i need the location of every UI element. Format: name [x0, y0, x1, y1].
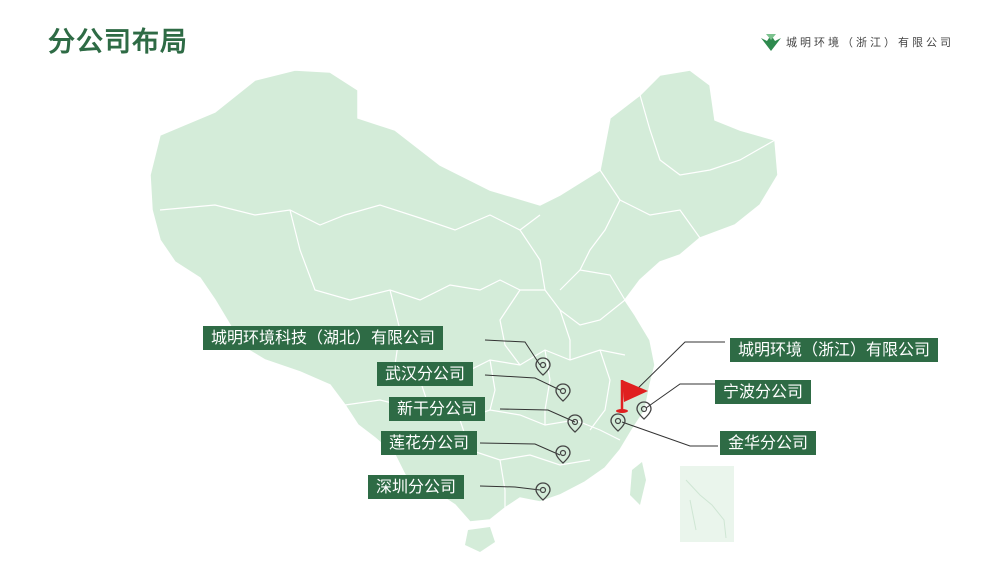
leader-line-wuhan	[484, 374, 561, 391]
label-xingan: 新干分公司	[389, 397, 486, 421]
leader-lines	[479, 339, 725, 491]
page-title: 分公司布局	[48, 27, 188, 58]
leaf-logo-icon	[761, 34, 781, 51]
company-name: 城明环境（浙江）有限公司	[786, 36, 954, 49]
leader-line-zhejiang	[627, 341, 725, 399]
leader-line-ningbo	[645, 383, 715, 409]
leader-line-lianhua	[479, 442, 561, 456]
south-china-sea-inset	[680, 466, 734, 542]
label-hubei: 城明环境科技（湖北）有限公司	[203, 326, 444, 350]
hainan-island	[465, 527, 495, 552]
label-jinhua: 金华分公司	[720, 431, 817, 455]
leader-line-shenzhen	[479, 485, 541, 491]
label-zhejiang: 城明环境（浙江）有限公司	[730, 338, 939, 362]
location-pin-icon	[567, 414, 583, 433]
label-wuhan: 武汉分公司	[377, 362, 474, 386]
location-pin-icon	[535, 482, 551, 501]
label-shenzhen: 深圳分公司	[368, 475, 465, 499]
company-logo: 城明环境（浙江）有限公司	[760, 32, 954, 52]
location-pin-icon	[535, 357, 551, 376]
label-ningbo: 宁波分公司	[715, 380, 812, 404]
leader-line-hubei	[484, 339, 541, 366]
location-pin-icon	[555, 445, 571, 464]
label-lianhua: 莲花分公司	[381, 431, 478, 455]
location-pin-icon	[636, 401, 652, 420]
location-pin-icon	[555, 383, 571, 402]
taiwan-island	[630, 462, 646, 505]
leader-line-jinhua	[621, 421, 718, 447]
red-flag-icon	[616, 380, 648, 413]
location-pin-icon	[610, 413, 626, 432]
leader-line-xingan	[499, 408, 576, 423]
